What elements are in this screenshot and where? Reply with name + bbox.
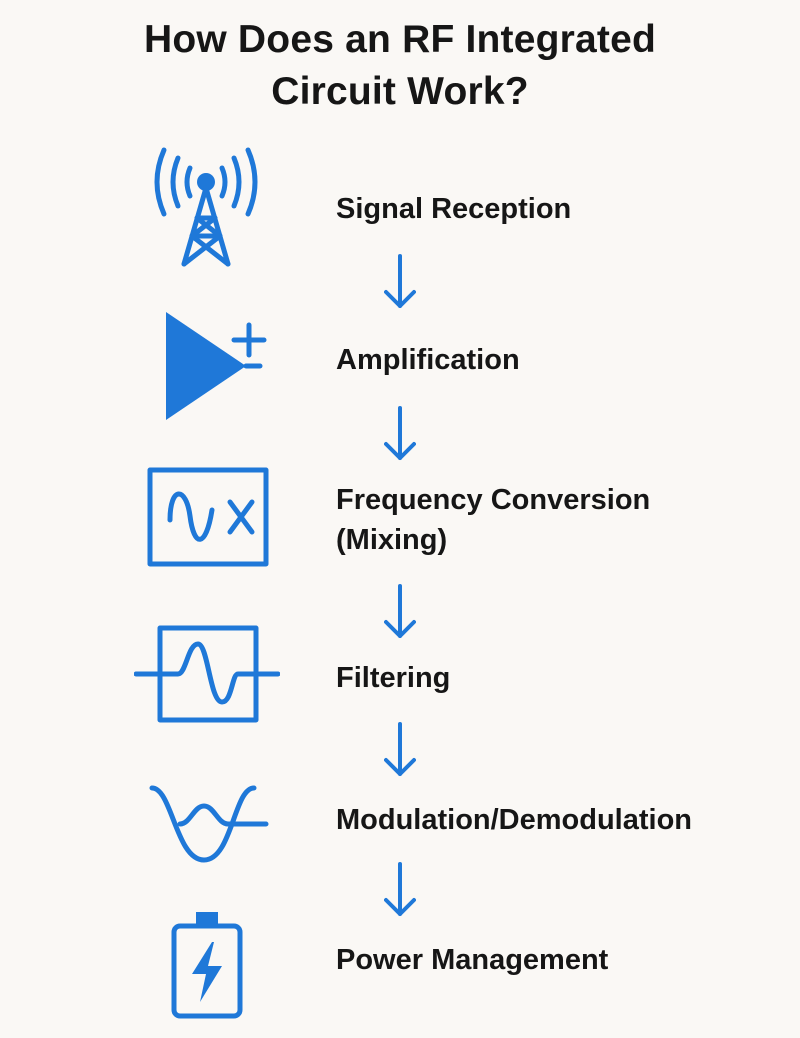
down-arrow-icon — [384, 862, 416, 918]
title-line-1: How Does an RF Integrated — [143, 18, 657, 61]
step-frequency-conversion: Frequency Conversion (Mixing) — [336, 480, 650, 560]
step-frequency-conversion-line-1: Frequency Conversion — [336, 484, 651, 516]
down-arrow-icon — [384, 722, 416, 778]
down-arrow-icon — [384, 254, 416, 310]
filter-icon — [134, 624, 280, 724]
down-arrow-icon — [384, 406, 416, 462]
battery-icon — [170, 910, 244, 1020]
step-signal-reception: Signal Reception — [336, 193, 572, 225]
amplifier-icon — [160, 308, 270, 424]
step-frequency-conversion-line-2: (Mixing) — [336, 524, 448, 556]
waveform-icon — [148, 780, 270, 866]
step-amplification: Amplification — [336, 344, 520, 376]
title-line-2: Circuit Work? — [271, 70, 529, 113]
step-modulation-demodulation: Modulation/Demodulation — [336, 804, 693, 836]
antenna-tower-icon — [146, 146, 266, 270]
page-title: How Does an RF Integrated Circuit Work? — [0, 14, 800, 118]
mixer-icon — [146, 466, 270, 568]
down-arrow-icon — [384, 584, 416, 640]
step-filtering: Filtering — [336, 662, 451, 694]
step-power-management: Power Management — [336, 944, 609, 976]
